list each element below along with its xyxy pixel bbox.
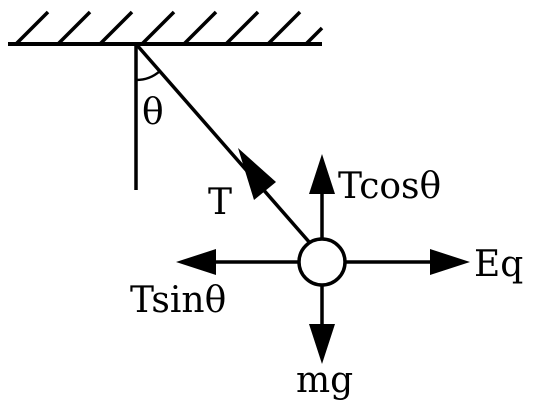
string-line xyxy=(134,42,312,245)
angle-arc xyxy=(135,70,161,82)
angle-label: θ xyxy=(142,92,164,133)
ceiling-hatching xyxy=(14,10,324,46)
tsin-arrowhead xyxy=(176,249,216,275)
eq-label: Eq xyxy=(474,244,523,285)
tcos-arrowhead xyxy=(309,154,335,194)
eq-arrowhead xyxy=(430,249,470,275)
tension-arrowhead xyxy=(238,148,276,200)
tension-label: T xyxy=(208,182,232,223)
tsin-label: Tsinθ xyxy=(130,280,226,321)
mg-label: mg xyxy=(296,360,353,401)
tcos-label: Tcosθ xyxy=(338,166,441,207)
charged-ball xyxy=(297,237,347,287)
mg-arrowhead xyxy=(309,324,335,364)
